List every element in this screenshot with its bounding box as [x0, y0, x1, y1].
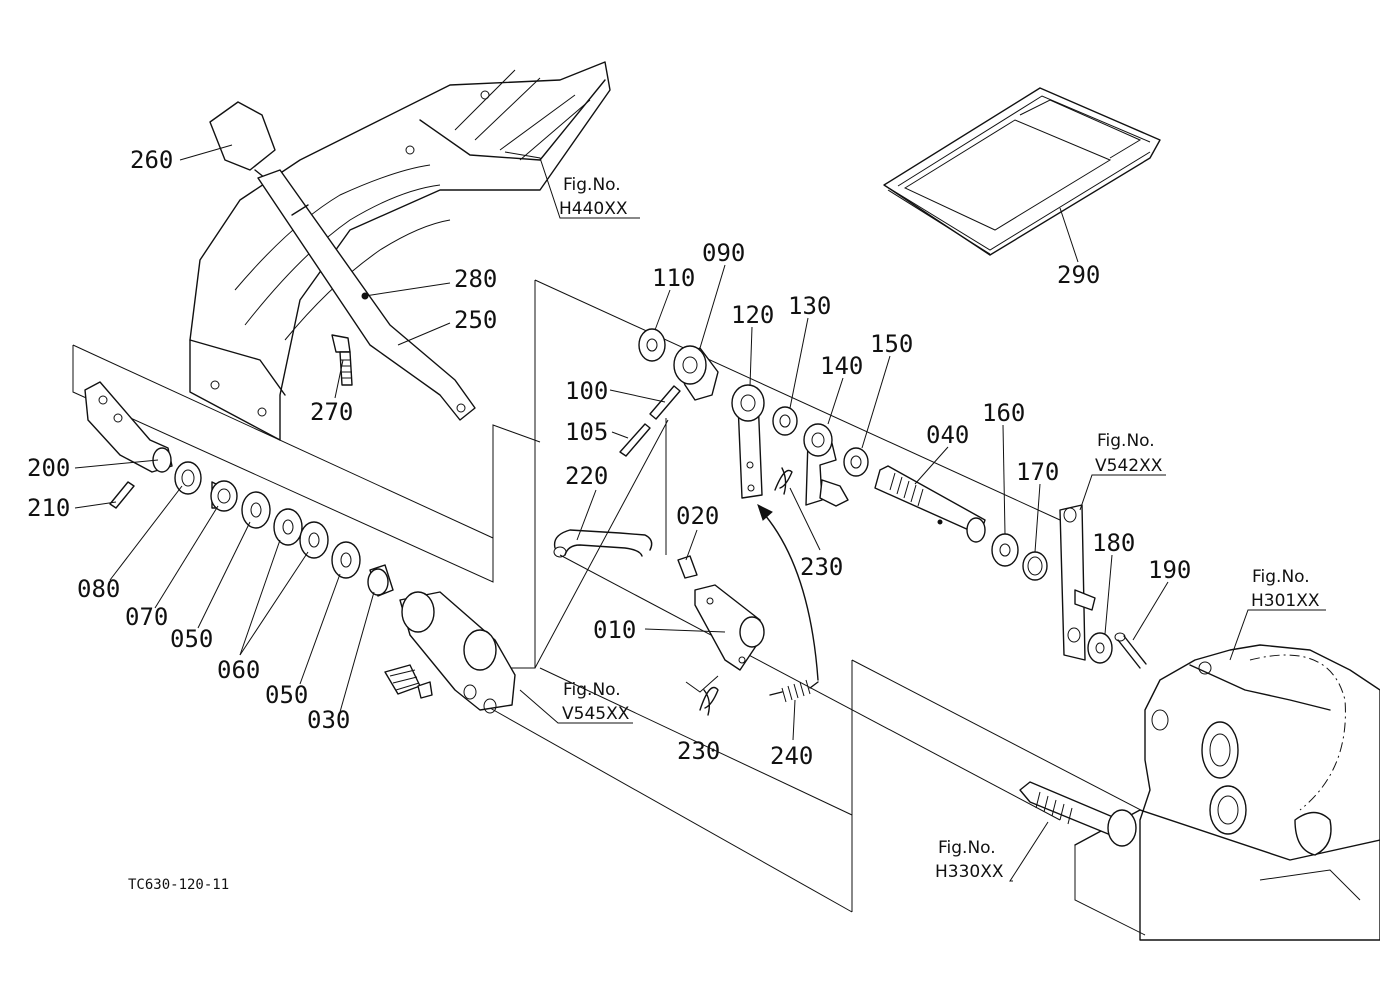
label-130: 130 — [788, 292, 831, 320]
fig-ref-h301: Fig.No. H301XX — [1251, 567, 1320, 611]
pin-210 — [109, 481, 135, 509]
label-230-lower: 230 — [677, 737, 720, 765]
svg-text:Fig.No.: Fig.No. — [1097, 431, 1155, 451]
fig-ref-v542: Fig.No. V542XX — [1095, 431, 1163, 476]
label-110: 110 — [652, 264, 695, 292]
label-050-lower: 050 — [265, 681, 308, 709]
label-290: 290 — [1057, 261, 1100, 289]
svg-text:Fig.No.: Fig.No. — [563, 175, 621, 195]
pin-105 — [619, 423, 651, 457]
svg-text:Fig.No.: Fig.No. — [563, 680, 621, 700]
label-210: 210 — [27, 494, 70, 522]
washer-060-b — [299, 521, 329, 559]
label-240: 240 — [770, 742, 813, 770]
pin-100 — [649, 385, 681, 420]
label-250: 250 — [454, 306, 497, 334]
label-080: 080 — [77, 575, 120, 603]
label-260: 260 — [130, 146, 173, 174]
label-230-upper: 230 — [800, 553, 843, 581]
collar-130 — [772, 406, 798, 436]
pin-020 — [677, 555, 698, 579]
svg-text:V545XX: V545XX — [562, 704, 630, 724]
snap-ring-170 — [1022, 551, 1048, 581]
arm-090 — [673, 345, 719, 401]
operator-manual-290 — [883, 87, 1161, 256]
lever-arm-200 — [84, 381, 173, 473]
svg-text:H440XX: H440XX — [559, 199, 628, 219]
shaft-040 — [874, 465, 986, 543]
label-040: 040 — [926, 421, 969, 449]
spring-240 — [769, 679, 819, 703]
label-090: 090 — [702, 239, 745, 267]
link-120 — [731, 384, 765, 499]
label-060: 060 — [217, 656, 260, 684]
collar-150 — [843, 447, 869, 477]
label-270: 270 — [310, 398, 353, 426]
snap-pin-230-upper — [774, 467, 793, 495]
label-105: 105 — [565, 418, 608, 446]
leader-lines — [74, 144, 1326, 882]
assembly-arrow — [757, 504, 819, 681]
label-180: 180 — [1092, 529, 1135, 557]
arm-140 — [803, 423, 849, 507]
label-220: 220 — [565, 462, 608, 490]
rod-220 — [553, 529, 653, 558]
grease-fitting — [384, 664, 433, 699]
label-050-upper: 050 — [170, 625, 213, 653]
collar-080 — [174, 461, 202, 495]
snap-pin-230-lower — [699, 686, 719, 716]
label-170: 170 — [1016, 458, 1059, 486]
part-number-labels: 260 280 250 270 200 210 080 070 050 060 … — [27, 146, 1191, 770]
label-190: 190 — [1148, 556, 1191, 584]
label-160: 160 — [982, 399, 1025, 427]
cotter-pin-190 — [1114, 632, 1147, 669]
label-150: 150 — [870, 330, 913, 358]
washer-160 — [991, 533, 1019, 567]
position-lever — [209, 101, 476, 421]
spacer-070 — [210, 480, 238, 512]
diagram-code: TC630-120-11 — [128, 877, 229, 893]
svg-text:H330XX: H330XX — [935, 862, 1004, 882]
label-120: 120 — [731, 301, 774, 329]
fig-ref-h440: Fig.No. H440XX — [559, 175, 628, 219]
washer-110 — [638, 328, 666, 362]
label-030: 030 — [307, 706, 350, 734]
fig-ref-h330: Fig.No. H330XX — [935, 838, 1004, 882]
bushing-030 — [367, 564, 394, 597]
svg-text:Fig.No.: Fig.No. — [1252, 567, 1310, 587]
svg-text:H301XX: H301XX — [1251, 591, 1320, 611]
washer-050-b — [331, 541, 361, 579]
label-100: 100 — [565, 377, 608, 405]
bolt-270 — [331, 334, 353, 386]
label-200: 200 — [27, 454, 70, 482]
label-140: 140 — [820, 352, 863, 380]
shaft-bracket — [399, 591, 516, 714]
washer-060-a — [273, 508, 303, 546]
washer-180 — [1087, 632, 1113, 664]
label-020: 020 — [676, 502, 719, 530]
lift-shaft — [1019, 781, 1137, 847]
svg-text:Fig.No.: Fig.No. — [938, 838, 996, 858]
label-280: 280 — [454, 265, 497, 293]
assembly-guide-lines — [72, 279, 1161, 913]
bracket-plate — [1059, 504, 1096, 661]
guide-frame — [189, 61, 611, 441]
label-070: 070 — [125, 603, 168, 631]
hydraulic-housing — [1074, 644, 1380, 941]
fig-ref-v545: Fig.No. V545XX — [562, 680, 630, 724]
figure-references: Fig.No. H440XX Fig.No. V542XX Fig.No. H3… — [559, 175, 1320, 882]
arm-010 — [694, 584, 765, 671]
svg-text:V542XX: V542XX — [1095, 456, 1163, 476]
label-010: 010 — [593, 616, 636, 644]
washer-050-a — [241, 491, 271, 529]
